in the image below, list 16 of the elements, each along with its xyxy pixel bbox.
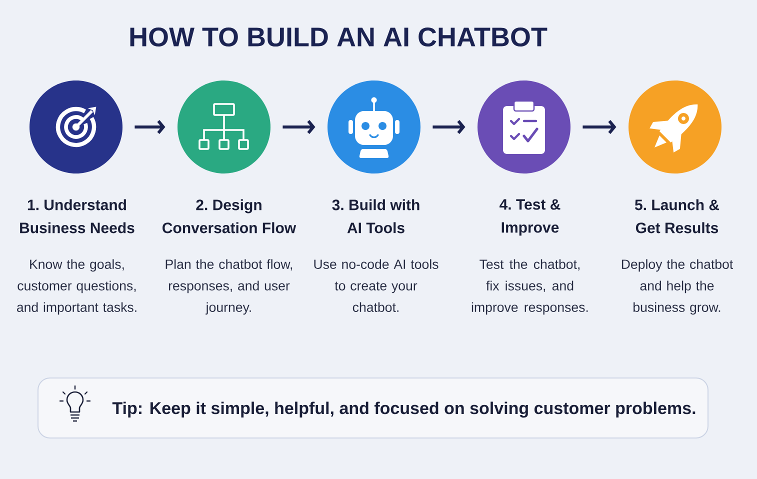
step-description: Know the goals, customer questions, and important tasks. [17,259,136,315]
step-description: Plan the chatbot flow, responses, and user journey. [166,259,292,315]
step-description: Use no-code AI tools to create your chatbot. [314,259,438,312]
title: HOW TO BUILD AN AI CHATBOT [130,27,548,47]
step-description: Deploy the chatbot and help the business grow. [622,259,734,315]
tip-box: Tip: Keep it simple, helpful, and focused on solving customer problems. [38,378,708,438]
arrow [432,120,466,134]
step-heading: 2. Design Conversation Flow [162,199,296,234]
arrow [582,120,616,134]
arrow [282,120,316,134]
arrow [134,120,166,134]
step-heading: 5. Launch & Get Results [634,199,720,234]
step-heading: 1. Understand Business Needs [20,199,134,234]
step-heading: 4. Test & Improve [500,199,560,236]
step-heading: 3. Build with AI Tools [332,199,420,234]
step-description: Test the chatbot, fix issues, and improve responses. [472,259,588,315]
